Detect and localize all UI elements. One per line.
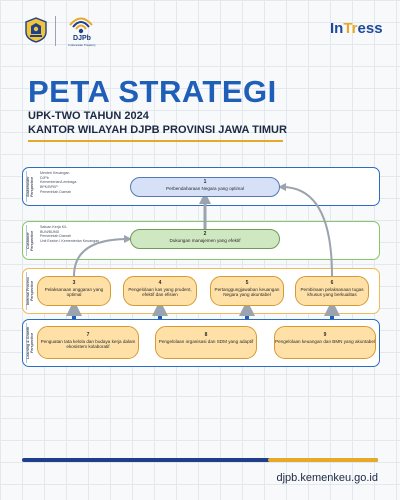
objective-3: 3 Pelaksanaan anggaran yang optimal — [37, 276, 111, 306]
objective-text: Pengelolaan keuangan dan BMN yang akunta… — [275, 338, 375, 344]
objective-number: 9 — [323, 332, 327, 338]
band-notes: Satuan Kerja K/L BUN/BUMD Pemerintah Dae… — [40, 225, 100, 244]
objective-text: Pelaksanaan anggaran yang optimal — [44, 286, 104, 298]
band-note: BPK/BPKP — [40, 185, 58, 190]
objective-2: 2 Dukungan manajemen yang efektif — [130, 229, 280, 249]
djpb-logo: DJPb Indonesian Treasury — [62, 14, 102, 48]
objective-7: 7 Penguatan tata kelola dan budaya kerja… — [37, 326, 139, 359]
page-title: PETA STRATEGI — [28, 74, 277, 109]
objective-number: 7 — [86, 332, 90, 338]
arrow-3-to-2 — [73, 235, 132, 277]
kemenkeu-emblem-icon — [25, 17, 47, 43]
objective-number: 5 — [245, 280, 249, 286]
strategy-map-arrows — [66, 183, 340, 319]
band-note: BUN/BUMD — [40, 229, 60, 234]
djpb-logo-text: DJPb — [73, 35, 91, 42]
objective-number: 4 — [158, 280, 162, 286]
objective-number: 8 — [204, 332, 208, 338]
djpb-logo-tagline: Indonesian Treasury — [68, 43, 96, 47]
footer-bar-accent — [268, 458, 378, 462]
intress-logo-ess: ess — [357, 20, 383, 37]
objective-9: 9 Pengelolaan keuangan dan BMN yang akun… — [274, 326, 376, 359]
objective-number: 1 — [203, 179, 207, 185]
arrow-6-to-1 — [278, 183, 333, 277]
objective-text: Pengelolaan kas yang prudent, efektif da… — [128, 286, 192, 298]
objective-text: Perbendaharaan Negara yang optimal — [166, 185, 244, 191]
objective-text: Pengelolaan organisasi dan SDM yang adap… — [158, 338, 254, 344]
intress-logo-tr: Tr — [343, 20, 358, 37]
band-note: Satuan Kerja K/L — [40, 225, 68, 229]
objective-text: Penguatan tata kelola dan budaya kerja d… — [40, 338, 136, 350]
objective-4: 4 Pengelolaan kas yang prudent, efektif … — [123, 276, 197, 306]
band-note: DJPb — [40, 175, 49, 180]
subtitle-office: KANTOR WILAYAH DJPB PROVINSI JAWA TIMUR — [28, 124, 287, 136]
objective-text: Pertanggungjawaban keuangan Negara yang … — [214, 286, 280, 298]
objective-text: Pembinaan pelaksanaan tugas khusus yang … — [300, 286, 364, 298]
strategy-map: Stakeholder Perspective Menteri Keuangan… — [22, 167, 380, 367]
objective-1: 1 Perbendaharaan Negara yang optimal — [130, 177, 280, 197]
band-note: Pemerintah Daerah — [40, 234, 72, 239]
objective-5: 5 Pertanggungjawaban keuangan Negara yan… — [210, 276, 284, 306]
objective-8: 8 Pengelolaan organisasi dan SDM yang ad… — [155, 326, 257, 359]
footer-website-url: djpb.kemenkeu.go.id — [276, 472, 378, 484]
intress-logo: InTress — [330, 20, 383, 42]
band-note: Unit Eselon I Kementerian Keuangan — [40, 239, 100, 244]
subtitle-year: UPK-TWO TAHUN 2024 — [28, 110, 149, 122]
band-note: Pemerintah Daerah — [40, 189, 72, 194]
band-notes: Menteri Keuangan DJPb Kementerian/Lembag… — [40, 171, 98, 195]
objective-number: 2 — [203, 231, 207, 237]
footer-bar — [22, 458, 378, 462]
logo-divider — [55, 16, 56, 46]
objective-number: 6 — [330, 280, 334, 286]
objective-text: Dukungan manajemen yang efektif — [169, 237, 241, 243]
intress-logo-in: In — [330, 20, 344, 37]
title-underline — [28, 140, 283, 142]
band-note: Menteri Keuangan — [40, 171, 70, 175]
djpb-emblem-icon — [69, 17, 93, 34]
objective-6: 6 Pembinaan pelaksanaan tugas khusus yan… — [295, 276, 369, 306]
band-note: Kementerian/Lembaga — [40, 180, 77, 185]
objective-number: 3 — [72, 280, 76, 286]
